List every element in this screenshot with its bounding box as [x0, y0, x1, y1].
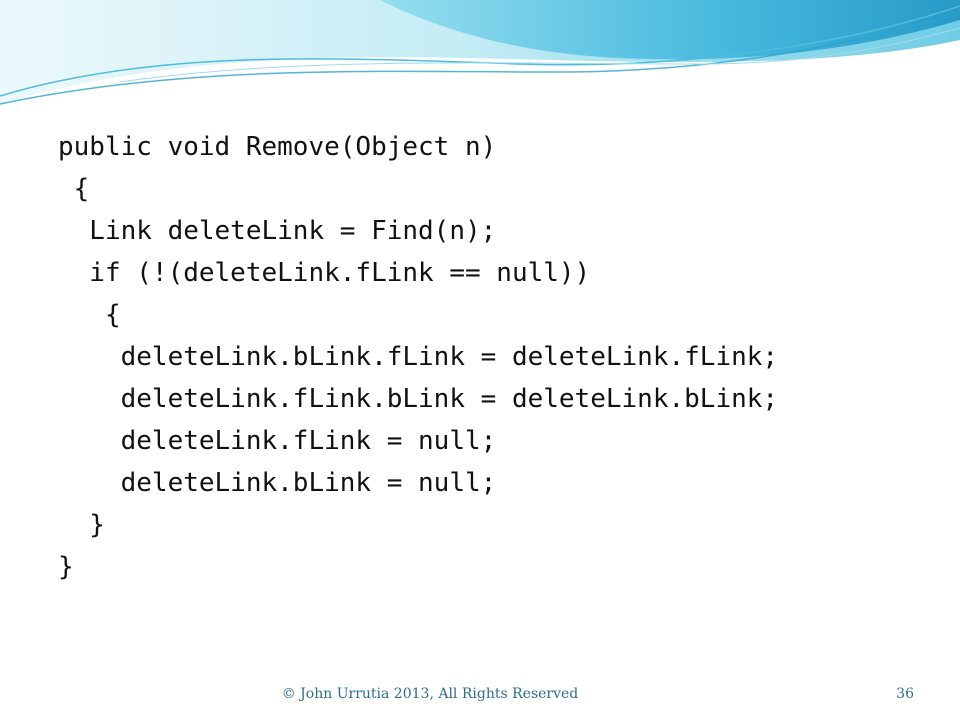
code-line: deleteLink.bLink.fLink = deleteLink.fLin…: [58, 342, 779, 372]
code-block: public void Remove(Object n) { Link dele…: [58, 126, 778, 588]
code-line: {: [58, 174, 90, 204]
code-line: deleteLink.bLink = null;: [58, 468, 497, 498]
code-line: deleteLink.fLink = null;: [58, 426, 497, 456]
wave-shape-mid: [380, 0, 960, 60]
code-line: deleteLink.fLink.bLink = deleteLink.bLin…: [58, 384, 779, 414]
code-line: {: [58, 300, 121, 330]
code-line: Link deleteLink = Find(n);: [58, 216, 497, 246]
header-wave-decoration: [0, 0, 960, 105]
footer-copyright: © John Urrutia 2013, All Rights Reserved: [281, 686, 579, 702]
code-line: if (!(deleteLink.fLink == null)): [58, 258, 591, 288]
wave-line-lower: [0, 13, 960, 105]
wave-line-upper: [0, 5, 960, 97]
wave-line-faint: [119, 27, 960, 83]
code-line: }: [58, 552, 74, 582]
code-line: }: [58, 510, 105, 540]
slide-number: 36: [896, 686, 914, 702]
code-line: public void Remove(Object n): [58, 132, 497, 162]
